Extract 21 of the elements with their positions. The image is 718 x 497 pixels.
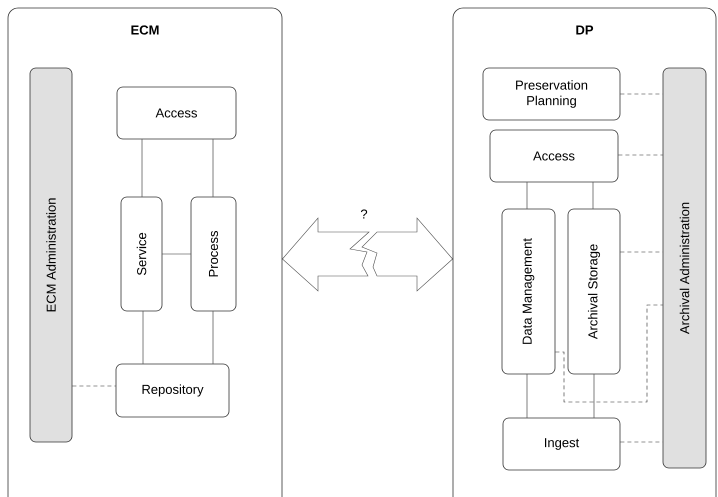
broken-double-arrow [282,217,454,292]
component-box: Access [116,86,236,140]
component-box: Access [490,130,618,182]
connector-line [592,182,594,209]
administration-bar: Archival Administration [662,68,706,468]
connector-line [526,182,528,209]
component-box: Data Management [502,208,556,374]
component-box: Ingest [502,418,620,470]
connector-line [142,311,144,364]
component-box: Service [120,196,162,312]
connector-line [212,139,214,197]
component-box: Archival Storage [568,208,620,374]
component-box: Repository [116,364,230,418]
connector-line [212,311,214,364]
edge-label: ? [359,208,369,220]
connector-line [555,304,663,402]
connector-line [618,154,663,156]
component-box: Process [190,196,236,312]
component-box: Preservation Planning [482,68,620,120]
administration-bar: ECM Administration [30,68,72,442]
connector-line [526,374,528,418]
